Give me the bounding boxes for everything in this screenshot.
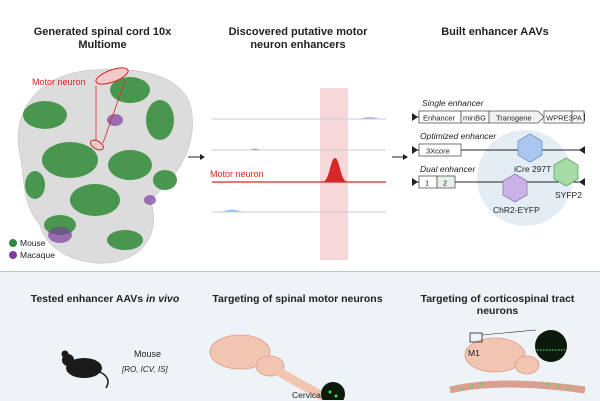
part-minbg: minBG <box>463 114 486 123</box>
legend-macaque-dot <box>9 251 17 259</box>
dual-enhancer-title: Dual enhancer <box>420 164 476 174</box>
part-transgene: Transgene <box>496 114 532 123</box>
flow-arrow-1 <box>188 154 205 160</box>
enhancer-tracks <box>212 88 386 260</box>
umap-plot <box>17 67 193 264</box>
species-label: Mouse <box>134 349 161 359</box>
bottom-panel2-title: Targeting of spinal motor neurons <box>212 293 383 305</box>
spinal-cord-illustration <box>209 334 345 400</box>
syfp2-hexagon-icon <box>553 157 579 187</box>
dual-part-1: 1 <box>425 179 429 188</box>
icre-hexagon-icon <box>517 133 543 163</box>
in-vivo-italic: in vivo <box>146 293 180 305</box>
panel1-title: Generated spinal cord 10x Multiome <box>33 26 172 51</box>
cargo-syfp2: SYFP2 <box>555 190 582 200</box>
umap-motor-label: Motor neuron <box>32 77 86 87</box>
cargo-icre: iCre 297T <box>514 164 551 174</box>
single-enhancer-construct <box>412 110 585 124</box>
part-3xcore: 3Xcore <box>426 147 450 156</box>
part-enhancer: Enhancer <box>423 114 456 123</box>
optimized-enhancer-title: Optimized enhancer <box>420 131 497 141</box>
part-pa: PA <box>573 116 582 123</box>
motor-neuron-cluster <box>90 139 104 151</box>
bottom-panel1-title: Tested enhancer AAVs in vivo <box>15 293 195 305</box>
motor-neuron-peak <box>322 158 348 182</box>
cervical-label: Cervical <box>292 390 323 400</box>
m1-label: M1 <box>468 348 480 358</box>
panel2-title: Discovered putative motor neuron enhance… <box>228 26 368 51</box>
cargo-chr2: ChR2-EYFP <box>493 205 540 215</box>
aav-capsid-circle <box>477 130 573 226</box>
mouse-icon <box>61 350 109 389</box>
panel3-title: Built enhancer AAVs <box>441 26 549 38</box>
single-enhancer-title: Single enhancer <box>422 98 485 108</box>
routes-label: [RO, ICV, IS] <box>121 365 168 374</box>
bottom-panel1-title-text: Tested enhancer AAVs in vivo <box>30 293 180 305</box>
m1-region-box <box>469 332 483 343</box>
brain-illustration <box>449 329 586 394</box>
cortex-zoom-circle <box>535 330 567 362</box>
optimized-enhancer-construct <box>412 143 585 157</box>
track-motor-label: Motor neuron <box>210 169 264 179</box>
dual-part-2: 2 <box>443 179 447 188</box>
motor-neuron-cluster-zoom <box>95 67 129 85</box>
flow-arrow-2 <box>392 154 408 160</box>
bottom-panel3-title: Targeting of corticospinal tract neurons <box>420 293 575 318</box>
legend-macaque-label: Macaque <box>20 250 55 260</box>
chr2-hexagon-icon <box>502 173 528 203</box>
spinal-zoom-circle <box>321 382 345 400</box>
part-wpre3: WPRE3 <box>546 114 573 123</box>
dual-enhancer-construct <box>412 175 585 189</box>
legend-mouse-dot <box>9 239 17 247</box>
legend-mouse-label: Mouse <box>20 238 46 248</box>
